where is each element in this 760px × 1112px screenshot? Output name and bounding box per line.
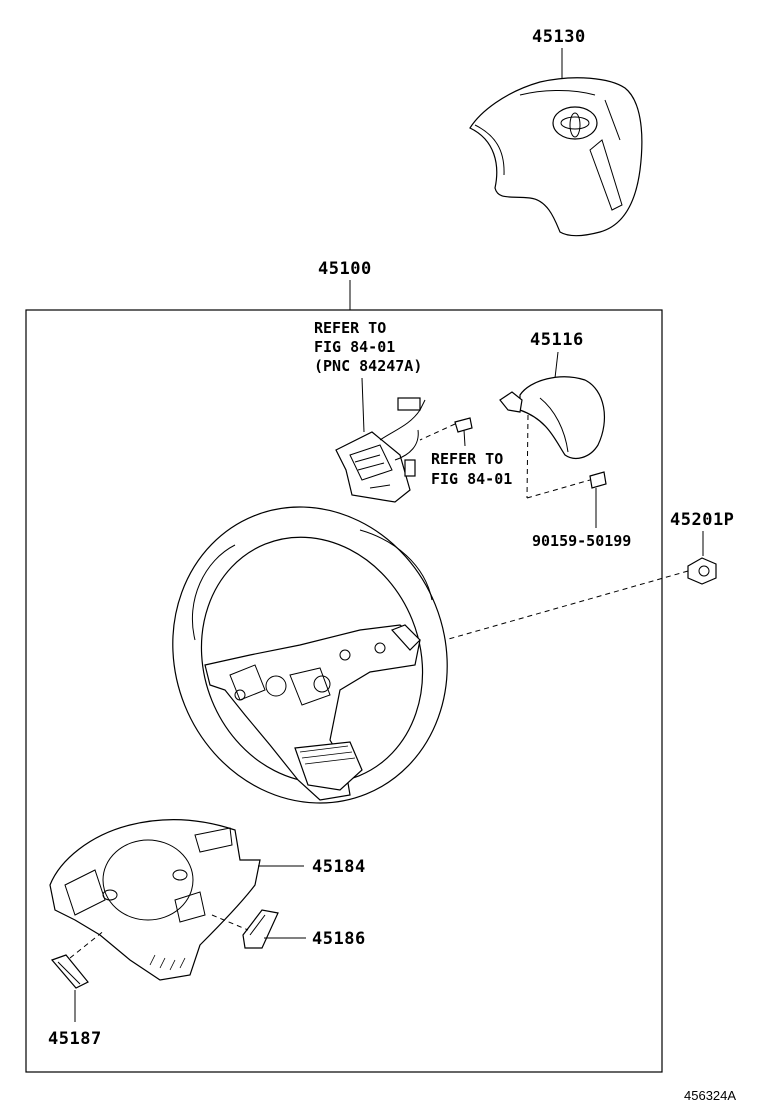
toyota-emblem (552, 106, 598, 140)
svg-text:FIG 84-01: FIG 84-01 (314, 338, 395, 356)
steering-cover-45116[interactable] (499, 376, 606, 459)
label-45187: 45187 (48, 1029, 102, 1049)
garnish-45187[interactable] (50, 954, 89, 989)
assembly-box-45100 (25, 309, 663, 1073)
svg-text:(PNC 84247A): (PNC 84247A) (314, 357, 422, 375)
figure-id: 456324A (684, 1088, 736, 1103)
airbag-cover-shell (469, 77, 643, 237)
leader-45116 (554, 351, 559, 379)
garnish-45186[interactable] (242, 909, 279, 949)
wheel-spokes (204, 624, 421, 801)
label-45186: 45186 (312, 929, 366, 949)
svg-text:REFER TO: REFER TO (314, 319, 386, 337)
label-90159-50199: 90159-50199 (532, 532, 631, 550)
reference-note-84247A: REFER TO FIG 84-01 (PNC 84247A) (314, 319, 422, 375)
steering-wheel[interactable] (129, 465, 492, 844)
label-45201P: 45201P (670, 510, 734, 530)
reference-note-84-01: REFER TO FIG 84-01 (431, 450, 512, 488)
airbag-cover-45130[interactable]: 45130 (469, 27, 643, 237)
lower-cover-45184[interactable] (49, 818, 261, 981)
screw-left[interactable] (454, 417, 473, 447)
svg-text:REFER TO: REFER TO (431, 450, 503, 468)
label-45116: 45116 (530, 330, 584, 350)
steering-switch-assembly[interactable] (335, 397, 426, 503)
svg-text:FIG 84-01: FIG 84-01 (431, 470, 512, 488)
nut-45201P[interactable] (687, 557, 717, 585)
label-45100: 45100 (318, 259, 372, 279)
label-45130: 45130 (532, 27, 586, 47)
label-45184: 45184 (312, 857, 366, 877)
screw-90159-50199[interactable] (589, 471, 607, 528)
